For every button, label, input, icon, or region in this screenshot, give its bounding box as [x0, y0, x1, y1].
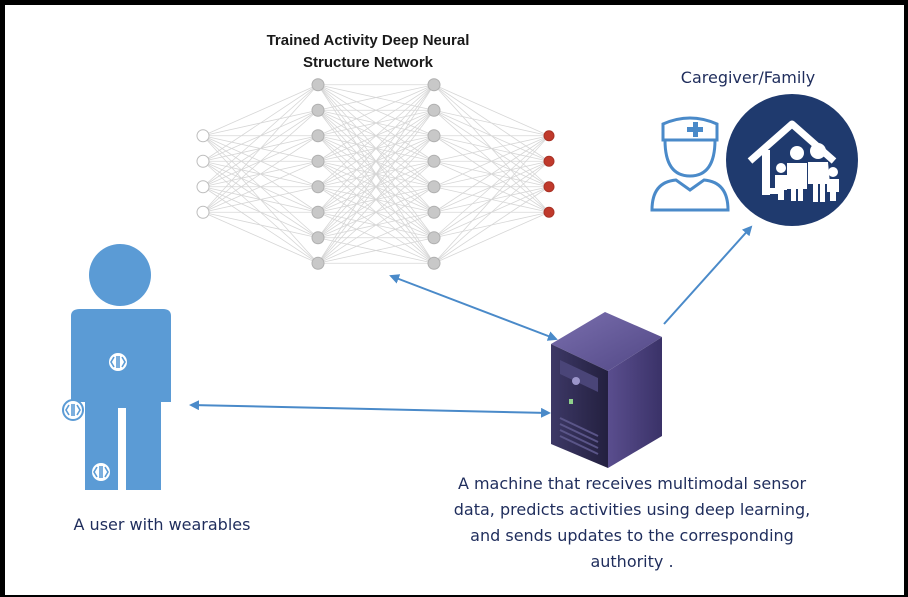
nn-edge: [317, 160, 435, 264]
nn-hidden-node: [311, 129, 325, 143]
nn-hidden-node: [427, 103, 441, 117]
nn-input-node: [196, 154, 210, 168]
nn-output-node: [543, 181, 555, 193]
nn-edge: [202, 84, 319, 188]
nn-edge: [433, 109, 550, 137]
nn-edge: [317, 84, 435, 137]
nn-edge: [317, 211, 435, 264]
nn-output-node: [543, 155, 555, 167]
nn-edge: [202, 160, 319, 213]
nn-input-node: [196, 180, 210, 194]
nn-edge: [202, 211, 319, 239]
nn-edge: [433, 211, 550, 264]
machine-caption-line4: authority .: [590, 552, 673, 571]
nn-edge: [317, 84, 435, 162]
arrow-user-server: [189, 400, 551, 418]
nn-output-node: [543, 130, 555, 142]
machine-caption-line1: A machine that receives multimodal senso…: [458, 474, 807, 493]
neural-network-edges: [202, 84, 550, 264]
nn-hidden-node: [311, 205, 325, 219]
nn-edge: [433, 135, 550, 213]
nn-hidden-node: [311, 256, 325, 270]
nn-edge: [202, 109, 319, 213]
nn-edge: [317, 135, 435, 264]
wearable-sensor-wrist: [62, 399, 84, 421]
family-house-icon: [726, 94, 858, 226]
nn-edge: [317, 237, 435, 264]
nn-edge: [317, 84, 435, 188]
nn-hidden-node: [311, 180, 325, 194]
nn-edge: [202, 84, 319, 213]
nn-hidden-node: [427, 129, 441, 143]
person-with-wearables-icon: [71, 244, 171, 490]
nn-hidden-node: [311, 78, 325, 92]
nn-input-node: [196, 205, 210, 219]
nn-edge: [317, 110, 435, 264]
nn-edge: [433, 84, 550, 137]
nn-edge: [202, 186, 319, 213]
nn-edge: [202, 211, 319, 264]
nn-hidden-node: [427, 205, 441, 219]
nn-edge: [202, 84, 319, 162]
nn-edge: [202, 84, 319, 137]
machine-caption-line3: and sends updates to the corresponding: [470, 526, 794, 545]
nn-edge: [433, 135, 550, 239]
nn-edge: [317, 84, 435, 213]
nn-edge: [433, 135, 550, 264]
nn-hidden-node: [427, 154, 441, 168]
nn-hidden-node: [427, 78, 441, 92]
nn-hidden-node: [427, 256, 441, 270]
server-icon: [551, 312, 662, 468]
nn-edge: [317, 84, 435, 238]
nurse-icon: [650, 116, 730, 212]
caregiver-label: Caregiver/Family: [681, 68, 815, 87]
nn-edge: [433, 135, 550, 162]
nn-title-line1: Trained Activity Deep Neural: [267, 32, 470, 49]
nn-hidden-node: [311, 103, 325, 117]
nn-hidden-node: [427, 231, 441, 245]
nn-edge: [433, 160, 550, 264]
nn-hidden-node: [427, 180, 441, 194]
nn-output-node: [543, 206, 555, 218]
wearable-sensor-chest: [107, 351, 129, 373]
machine-caption-line2: data, predicts activities using deep lea…: [454, 500, 811, 519]
arrow-server-caregiver: [663, 225, 753, 325]
nn-edge: [317, 84, 435, 264]
wearable-sensor-ankle: [90, 461, 112, 483]
neural-network-icon: [196, 78, 555, 270]
nn-edge: [202, 135, 319, 213]
nn-hidden-node: [311, 154, 325, 168]
nn-edge: [433, 135, 550, 188]
nn-title-line2: Structure Network: [303, 54, 434, 71]
nn-hidden-node: [311, 231, 325, 245]
nn-edge: [317, 186, 435, 264]
nn-edge: [433, 186, 550, 264]
nn-input-node: [196, 129, 210, 143]
arrow-network-server: [389, 274, 558, 341]
nn-edge: [317, 84, 435, 111]
user-label: A user with wearables: [74, 515, 251, 534]
